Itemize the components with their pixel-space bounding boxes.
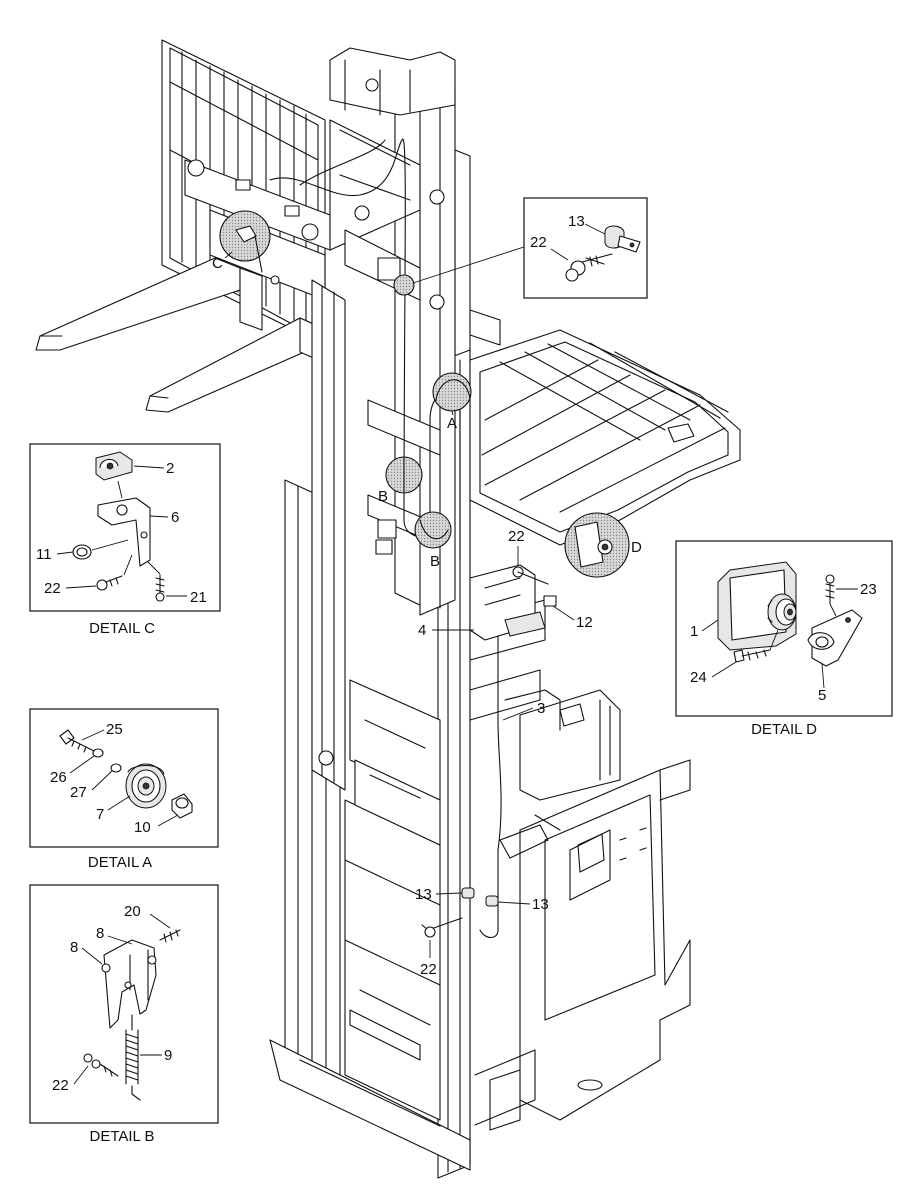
detail-a: 25 26 27 7 10 DETAIL A	[29, 708, 219, 871]
detail-circle-a	[432, 372, 472, 412]
counterweight-body	[474, 759, 691, 1131]
callout-22-upper: 22	[508, 528, 525, 545]
detail-d-callout-5: 5	[818, 687, 826, 704]
detail-d: 1 24 5 23 DETAIL D	[675, 540, 893, 738]
detail-b: 20 8 8 9 22 DETAIL B	[29, 884, 219, 1145]
detail-c: 2 6 11 22 21 DETAIL C	[29, 443, 221, 637]
label-d: D	[631, 539, 642, 556]
callout-3: 3	[537, 700, 545, 717]
detail-circle-b-upper	[385, 456, 423, 494]
label-a: A	[447, 415, 457, 432]
detail-c-callout-21: 21	[190, 589, 207, 606]
callout-22-lower: 22	[420, 961, 437, 978]
label-b-lower: B	[430, 553, 440, 570]
detail-b-caption: DETAIL B	[89, 1128, 154, 1145]
callout-12: 12	[576, 614, 593, 631]
callout-13-right: 13	[532, 896, 549, 913]
detail-a-callout-7: 7	[96, 806, 104, 823]
label-c: C	[212, 255, 223, 272]
label-b-upper: B	[378, 488, 388, 505]
lower-clamps	[421, 887, 499, 938]
detail-circle-c	[219, 210, 271, 273]
inset-callout-13: 13	[568, 213, 585, 230]
detail-a-callout-26: 26	[50, 769, 67, 786]
detail-c-callout-6: 6	[171, 509, 179, 526]
detail-d-caption: DETAIL D	[751, 721, 817, 738]
callout-4: 4	[418, 622, 426, 639]
detail-a-callout-27: 27	[70, 784, 87, 801]
detail-c-callout-22: 22	[44, 580, 61, 597]
detail-a-caption: DETAIL A	[88, 854, 152, 871]
callout-13-left: 13	[415, 886, 432, 903]
detail-b-callout-8-top: 8	[96, 925, 104, 942]
detail-c-callout-11: 11	[36, 546, 52, 563]
detail-d-callout-24: 24	[690, 669, 707, 686]
overhead-guard	[469, 309, 741, 546]
cable-runs	[269, 138, 561, 939]
upper-clamps	[512, 566, 557, 607]
detail-circle-b-lower	[414, 511, 452, 549]
detail-a-callout-10: 10	[134, 819, 151, 836]
detail-b-callout-8-left: 8	[70, 939, 78, 956]
detail-d-callout-1: 1	[690, 623, 698, 640]
inset-callout-22: 22	[530, 234, 547, 251]
detail-circle-d	[564, 512, 630, 578]
detail-b-callout-9: 9	[164, 1047, 172, 1064]
forks	[35, 257, 319, 413]
detail-d-callout-23: 23	[860, 581, 877, 598]
detail-c-callout-2: 2	[166, 460, 174, 477]
detail-b-callout-20: 20	[124, 903, 141, 920]
detail-a-callout-25: 25	[106, 721, 123, 738]
cable-holder-block	[469, 564, 546, 641]
inset-clamp: 13 22	[523, 197, 648, 299]
main-callouts: C A B B D 22 12 4 3 13 13 22	[212, 244, 642, 978]
detail-b-callout-22: 22	[52, 1077, 69, 1094]
clamp-circle-13	[393, 274, 415, 296]
forklift-mast-assembly	[35, 39, 741, 1179]
detail-c-caption: DETAIL C	[89, 620, 155, 637]
